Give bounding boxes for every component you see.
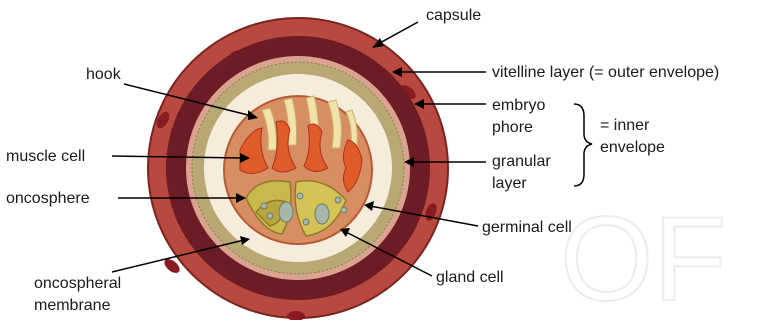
label-embryophore-2: phore xyxy=(492,119,533,136)
label-granular-1: granular xyxy=(492,153,551,170)
label-inner-envelope-2: envelope xyxy=(600,139,665,156)
inner-envelope-brace xyxy=(574,104,592,186)
label-vitelline: vitelline layer (= outer envelope) xyxy=(492,64,719,81)
label-oncosphere: oncosphere xyxy=(6,190,90,207)
label-germinal-cell: germinal cell xyxy=(482,219,572,236)
label-embryophore-1: embryo xyxy=(492,97,545,114)
label-capsule: capsule xyxy=(426,7,481,24)
label-oncospheral-1: oncospheral xyxy=(34,275,121,292)
label-oncospheral-2: membrane xyxy=(34,297,111,314)
label-gland-cell: gland cell xyxy=(436,269,504,286)
label-granular-2: layer xyxy=(492,175,527,192)
label-hook: hook xyxy=(86,66,122,83)
label-muscle-cell: muscle cell xyxy=(6,148,85,165)
watermark: OF xyxy=(560,192,727,320)
label-inner-envelope-1: = inner xyxy=(600,117,650,134)
